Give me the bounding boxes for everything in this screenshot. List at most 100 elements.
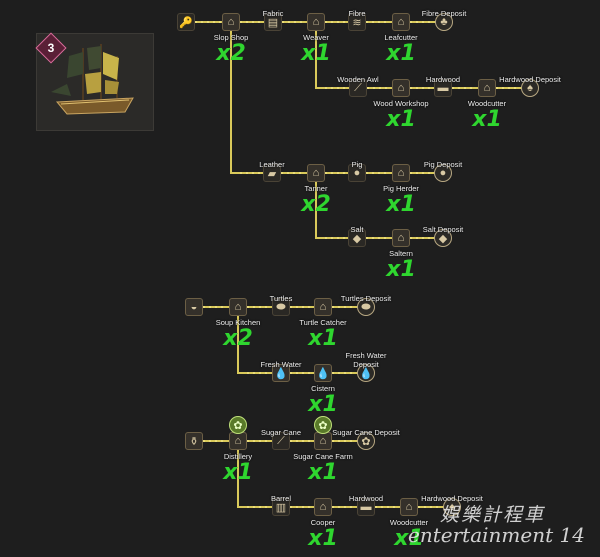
- link-dot: [282, 21, 284, 23]
- sugar-badge-icon[interactable]: ✿: [314, 416, 332, 434]
- link-dot: [296, 306, 298, 308]
- loom-building-icon[interactable]: ⌂: [307, 13, 325, 31]
- link-dot: [207, 21, 209, 23]
- link-dot: [290, 372, 292, 374]
- multiplier-turtle-catcher: x1: [308, 326, 338, 351]
- link-dot: [424, 506, 426, 508]
- salt-deposit-icon[interactable]: ◆: [434, 229, 452, 247]
- link-dot: [372, 172, 374, 174]
- link-dot: [325, 172, 327, 174]
- link-dot: [410, 87, 412, 89]
- workshop-building-icon[interactable]: ⌂: [392, 79, 410, 97]
- cooper-building-icon[interactable]: ⌂: [314, 498, 332, 516]
- link-dot: [195, 21, 197, 23]
- link-dot: [373, 87, 375, 89]
- link-dot: [325, 87, 327, 89]
- turtle-icon[interactable]: ⬬: [272, 298, 290, 316]
- link-dot: [428, 237, 430, 239]
- link-dot: [385, 87, 387, 89]
- link-dot: [308, 306, 310, 308]
- link-dot: [331, 21, 333, 23]
- label-pig-deposit: Pig Deposit: [423, 160, 463, 169]
- link-dot: [258, 172, 260, 174]
- water-deposit-icon[interactable]: 💧: [357, 364, 375, 382]
- link-dot: [247, 506, 249, 508]
- sugar-deposit-icon[interactable]: ✿: [357, 432, 375, 450]
- awl-icon[interactable]: ⟋: [349, 79, 367, 97]
- leaf-building-icon[interactable]: ⌂: [392, 13, 410, 31]
- label-barrel: Barrel: [270, 494, 292, 503]
- link-dot: [422, 172, 424, 174]
- label-leather: Leather: [259, 160, 285, 169]
- link-dot: [338, 440, 340, 442]
- link-dot: [338, 372, 340, 374]
- link-dot: [428, 87, 430, 89]
- link-dot: [332, 372, 334, 374]
- tanner-building-icon[interactable]: ⌂: [307, 164, 325, 182]
- link-dot: [502, 87, 504, 89]
- catcher-building-icon[interactable]: ⌂: [314, 298, 332, 316]
- link-dot: [240, 172, 242, 174]
- link-dot: [325, 21, 327, 23]
- link-dot: [496, 87, 498, 89]
- link-dot: [366, 172, 368, 174]
- link-dot: [253, 506, 255, 508]
- link-dot: [332, 440, 334, 442]
- link-dot: [344, 306, 346, 308]
- soup-bowl-icon[interactable]: ◒: [185, 298, 203, 316]
- ship-card[interactable]: 3: [35, 32, 154, 131]
- label-soup-kitchen: Soup Kitchen: [215, 318, 261, 327]
- multiplier-cooper: x1: [308, 526, 338, 551]
- multiplier-woodcutter-2: x1: [394, 526, 424, 551]
- link-dot: [296, 506, 298, 508]
- salt-icon[interactable]: ◆: [348, 229, 366, 247]
- shop-building-icon[interactable]: ⌂: [222, 13, 240, 31]
- link-dot: [265, 372, 267, 374]
- farm-building-icon[interactable]: ⌂: [314, 432, 332, 450]
- kitchen-building-icon[interactable]: ⌂: [229, 298, 247, 316]
- pig-herder-building-icon[interactable]: ⌂: [392, 164, 410, 182]
- link-dot: [418, 506, 420, 508]
- fibre-icon[interactable]: ≋: [348, 13, 366, 31]
- saltern-building-icon[interactable]: ⌂: [392, 229, 410, 247]
- link-dot: [378, 21, 380, 23]
- multiplier-soup-kitchen: x2: [223, 326, 253, 351]
- hardwood-deposit-icon[interactable]: ♠: [521, 79, 539, 97]
- cistern-building-icon[interactable]: 💧: [314, 364, 332, 382]
- label-fresh-water-deposit: Fresh Water Deposit: [345, 351, 387, 369]
- link-dot: [338, 506, 340, 508]
- link-dot: [302, 372, 304, 374]
- hardwood-deposit-icon[interactable]: ♠: [443, 498, 461, 516]
- link-dot: [372, 21, 374, 23]
- hardwood-icon[interactable]: ▬: [357, 498, 375, 516]
- pig-icon[interactable]: ●: [348, 164, 366, 182]
- link-dot: [508, 87, 510, 89]
- distillery-building-icon[interactable]: ⌂: [229, 432, 247, 450]
- woodcutter-building-icon[interactable]: ⌂: [400, 498, 418, 516]
- bottle-icon[interactable]: ⚱: [185, 432, 203, 450]
- water-drop-icon[interactable]: 💧: [272, 364, 290, 382]
- key-icon[interactable]: 🔑: [177, 13, 195, 31]
- label-leafcutter: Leafcutter: [384, 33, 418, 42]
- watermark-latin: entertainment 14: [408, 523, 585, 547]
- woodcutter-building-icon[interactable]: ⌂: [478, 79, 496, 97]
- link-dot: [265, 506, 267, 508]
- barrel-icon[interactable]: ▥: [272, 498, 290, 516]
- label-salt: Salt: [350, 225, 364, 234]
- link-dot: [290, 440, 292, 442]
- turtles-deposit-icon[interactable]: ⬬: [357, 298, 375, 316]
- link-dot: [338, 306, 340, 308]
- link-dot: [378, 237, 380, 239]
- leather-icon[interactable]: ▰: [263, 164, 281, 182]
- fabric-bolt-icon[interactable]: ▤: [264, 13, 282, 31]
- hardwood-icon[interactable]: ▬: [434, 79, 452, 97]
- sugar-badge-icon[interactable]: ✿: [229, 416, 247, 434]
- link-dot: [350, 506, 352, 508]
- label-turtles-deposit: Turtles Deposit: [340, 294, 392, 303]
- link-dot: [221, 306, 223, 308]
- sugar-cane-icon[interactable]: ⟋: [272, 432, 290, 450]
- label-fresh-water: Fresh Water: [260, 360, 302, 369]
- link-dot: [253, 372, 255, 374]
- fibre-deposit-icon[interactable]: ♣: [435, 13, 453, 31]
- pig-deposit-icon[interactable]: ●: [434, 164, 452, 182]
